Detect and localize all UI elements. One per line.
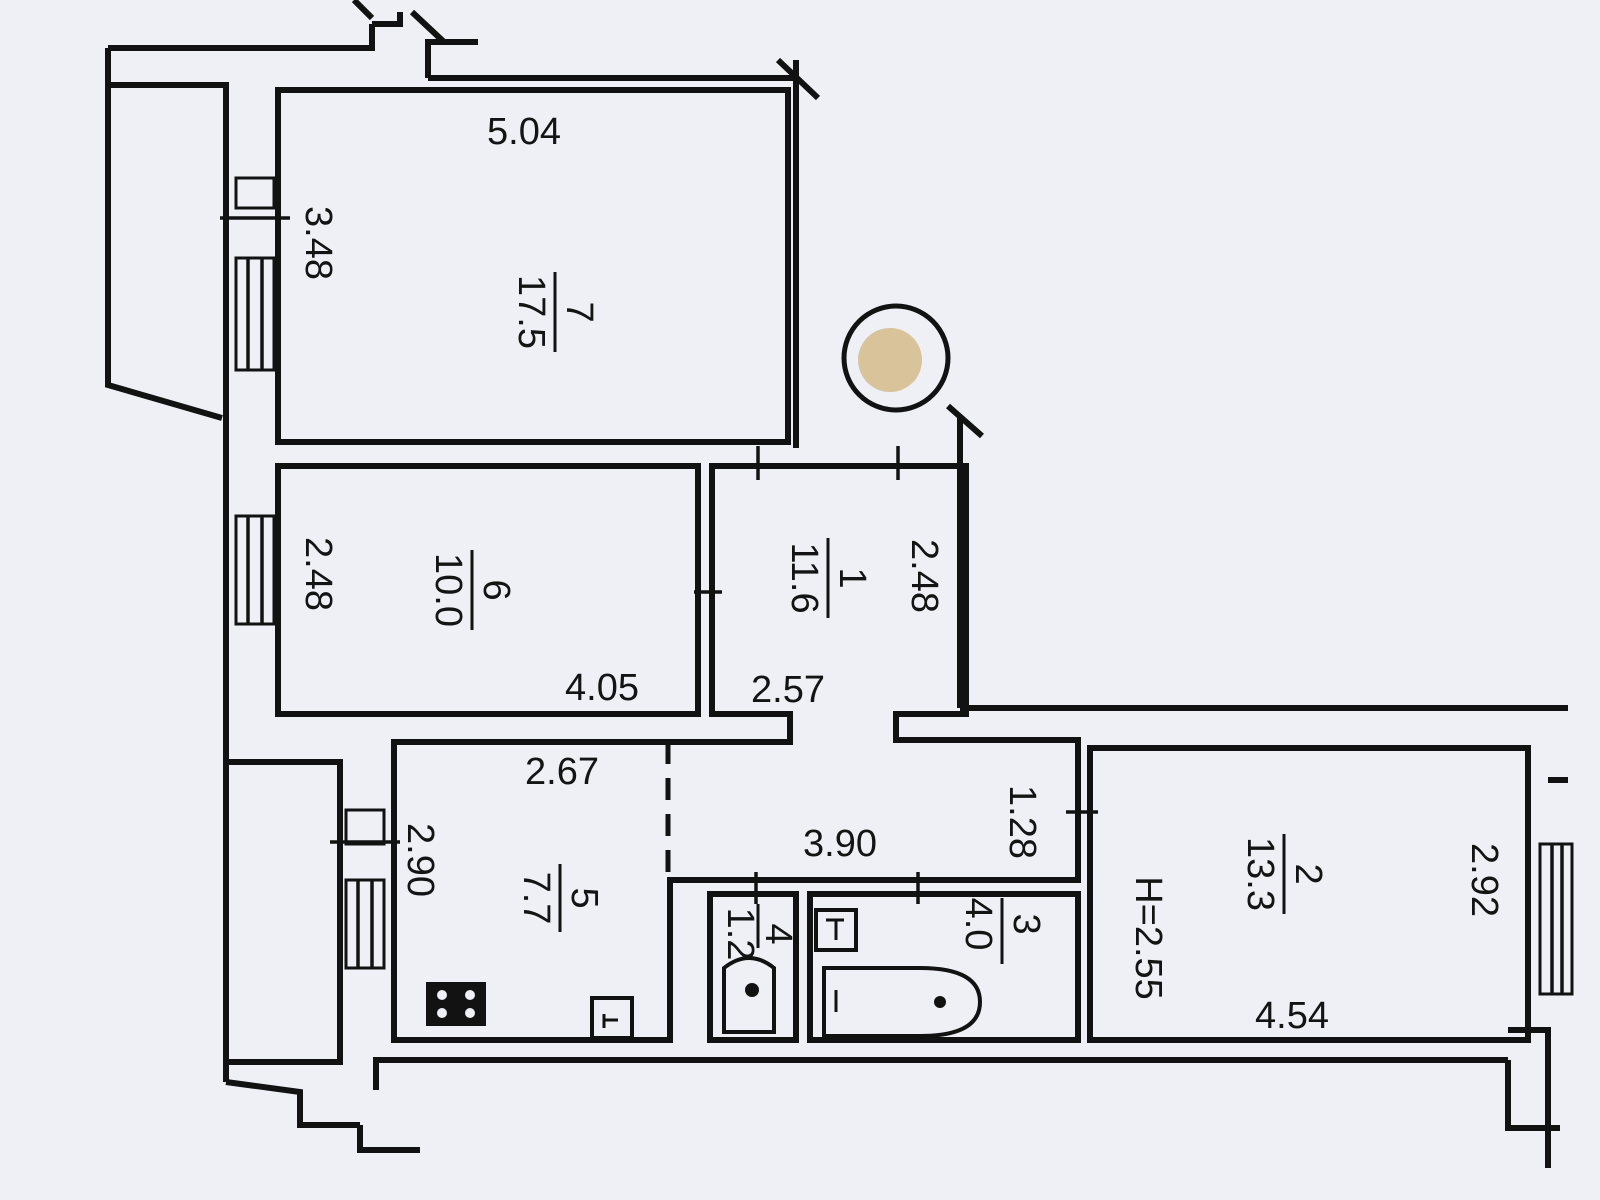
room-4-label: 4 1.2	[719, 904, 799, 960]
ceiling-height: H=2.55	[1127, 876, 1169, 1000]
room-2-label: 2 13.3	[1239, 834, 1329, 914]
hall-outline	[391, 463, 1081, 1043]
room-2-outline	[1087, 745, 1531, 1043]
room-5-number: 5	[563, 887, 605, 908]
room-7-number: 7	[558, 301, 600, 322]
dim-room5-width: 2.67	[525, 751, 599, 793]
dimensions: 5.04 3.48 2.48 4.05 2.48 2.57 2.67 2.90 …	[297, 111, 1505, 1037]
room-6-outline	[275, 463, 701, 717]
room-4-outline	[707, 891, 799, 1043]
room-3-outline	[807, 891, 1081, 1043]
room-6-number: 6	[475, 579, 517, 600]
loggia-outline	[223, 759, 343, 1065]
windows	[220, 176, 1574, 996]
walls	[105, 0, 1568, 1168]
dim-room2-width: 4.54	[1255, 995, 1329, 1037]
room-1-label: 1 11.6	[783, 538, 873, 618]
dim-room2-depth: 2.92	[1463, 843, 1505, 917]
room-3-area: 4.0	[957, 898, 999, 951]
dim-hall-width: 1.28	[1001, 785, 1043, 859]
dim-room6-depth: 2.48	[297, 537, 339, 611]
dim-room1-width: 2.57	[751, 669, 825, 711]
dim-room1-depth: 2.48	[903, 539, 945, 613]
bathtub-icon	[822, 966, 983, 1038]
sink-icon	[590, 996, 634, 1040]
dim-hall-length: 3.90	[803, 823, 877, 865]
dim-room5-depth: 2.90	[399, 823, 441, 897]
door-ticks	[694, 446, 1098, 904]
room-outlines	[223, 87, 1531, 1065]
room-7-area: 17.5	[510, 275, 552, 349]
washbasin-icon	[814, 908, 858, 952]
dim-room6-width: 4.05	[565, 667, 639, 709]
room-6-area: 10.0	[427, 553, 469, 627]
room-5-label: 5 7.7	[515, 864, 605, 932]
room-2-area: 13.3	[1239, 837, 1281, 911]
room-7-label: 7 17.5	[510, 272, 600, 352]
dim-room7-width: 5.04	[487, 111, 561, 153]
room-1-number: 1	[831, 567, 873, 588]
room-2-number: 2	[1287, 863, 1329, 884]
stove-icon	[426, 982, 486, 1026]
room-6-label: 6 10.0	[427, 550, 517, 630]
room-3-label: 3 4.0	[957, 898, 1047, 964]
riser-icon	[841, 303, 951, 413]
room-1-area: 11.6	[783, 542, 825, 613]
room-5-area: 7.7	[515, 872, 557, 925]
dim-room7-depth: 3.48	[297, 206, 339, 280]
room-4-number: 4	[757, 923, 799, 944]
room-4-area: 1.2	[719, 908, 761, 961]
toilet-icon	[722, 956, 776, 1034]
room-7-outline	[275, 87, 791, 445]
room-3-number: 3	[1005, 913, 1047, 934]
